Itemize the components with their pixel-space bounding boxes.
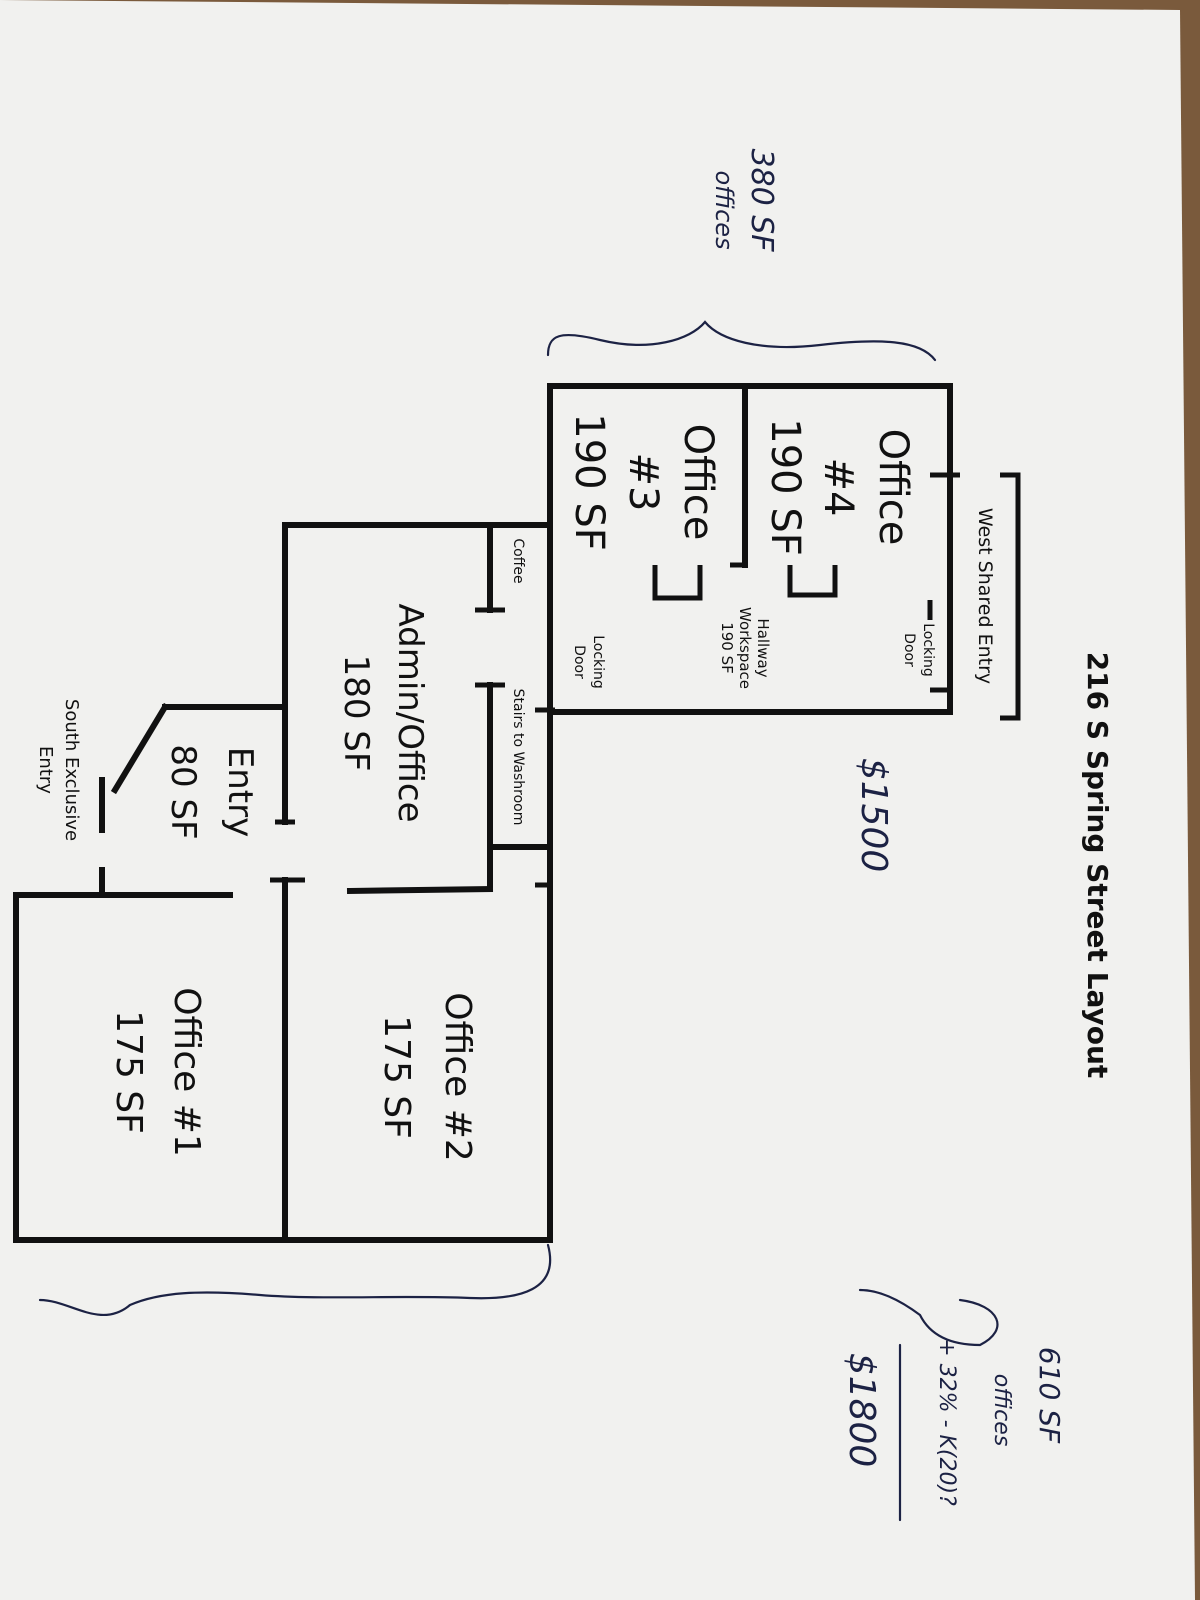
office-2-name: Office #2 xyxy=(437,992,478,1162)
room-office-2: Office #2 175 SF xyxy=(376,992,478,1162)
room-office-4: Office #4 190 SF xyxy=(762,418,916,555)
admin-office-area: 180 SF xyxy=(336,655,376,772)
office-4-number: #4 xyxy=(815,458,861,517)
office-4-area: 190 SF xyxy=(762,418,808,555)
top-area-note: 380 SF offices xyxy=(710,148,779,252)
locking-door-bottom: Locking Door xyxy=(571,635,606,689)
hallway-line-2: Workspace xyxy=(736,607,754,689)
office-1-name: Office #1 xyxy=(166,987,207,1157)
office-3-name: Office xyxy=(675,424,721,541)
locking-door-top: Locking Door xyxy=(901,623,936,677)
entry-area: 80 SF xyxy=(163,744,203,839)
top-brace xyxy=(546,320,937,362)
office-3-area: 190 SF xyxy=(566,413,612,550)
bottom-brace xyxy=(38,1243,999,1347)
room-admin-office: Admin/Office 180 SF xyxy=(336,603,430,822)
hallway-area: 190 SF xyxy=(718,622,736,674)
office-2-area: 175 SF xyxy=(376,1015,417,1139)
bottom-price-note: $1800 xyxy=(841,1353,882,1468)
locking-door-top-line-2: Door xyxy=(901,633,917,667)
room-entry: Entry 80 SF xyxy=(163,744,260,839)
bottom-area-note: 610 SF offices + 32% - K(20)? $1800 xyxy=(841,1338,1066,1522)
south-entry-line-2: Entry xyxy=(35,746,56,794)
top-area-line-2: offices xyxy=(710,170,738,249)
locking-door-top-line-1: Locking xyxy=(920,623,936,677)
west-shared-entry-label: West Shared Entry xyxy=(974,508,996,684)
top-price-note: $1500 xyxy=(853,758,894,873)
locking-door-bottom-line-1: Locking xyxy=(590,635,606,689)
walls xyxy=(13,383,1021,1243)
entry-name: Entry xyxy=(220,747,260,837)
room-office-1: Office #1 175 SF xyxy=(108,987,207,1157)
south-exclusive-entry-label: South Exclusive Entry xyxy=(35,699,82,841)
office-4-name: Office xyxy=(870,429,916,546)
admin-office-name: Admin/Office xyxy=(390,603,430,822)
office-3-number: #3 xyxy=(620,453,666,512)
bottom-area-line-2: offices xyxy=(989,1374,1014,1447)
coffee-label: Coffee xyxy=(510,538,526,583)
bottom-extra-note: + 32% - K(20)? xyxy=(934,1338,959,1506)
office-1-area: 175 SF xyxy=(108,1010,149,1134)
stairs-to-washroom-label: Stairs to Washroom xyxy=(510,689,526,826)
bottom-area-line-1: 610 SF xyxy=(1033,1347,1066,1444)
hallway-workspace: Hallway Workspace 190 SF xyxy=(718,607,772,689)
south-entry-line-1: South Exclusive xyxy=(61,699,82,841)
top-area-line-1: 380 SF xyxy=(744,148,779,252)
room-office-3: Office #3 190 SF xyxy=(566,413,721,550)
sheet-title: 216 S Spring Street Layout xyxy=(1081,652,1114,1079)
locking-door-bottom-line-2: Door xyxy=(571,645,587,679)
hallway-line-1: Hallway xyxy=(754,618,772,677)
